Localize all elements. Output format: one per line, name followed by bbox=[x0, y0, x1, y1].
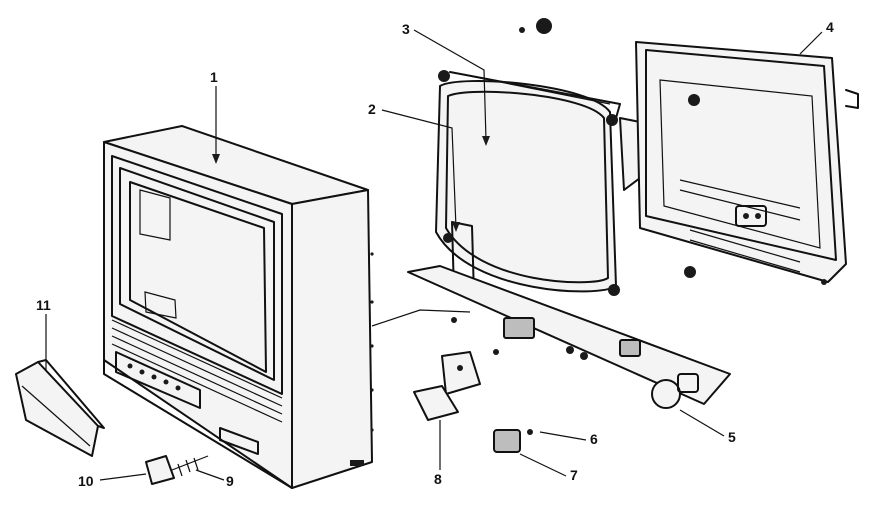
back-cover bbox=[635, 41, 859, 285]
callout-2: 2 bbox=[368, 101, 376, 117]
arrowheads bbox=[212, 136, 490, 232]
callout-3: 3 bbox=[402, 21, 410, 37]
callout-5: 5 bbox=[728, 429, 736, 445]
knob-part-9-10 bbox=[145, 455, 209, 485]
callout-10: 10 bbox=[78, 473, 94, 489]
bracket-part-8 bbox=[413, 351, 481, 421]
callout-9: 9 bbox=[226, 473, 234, 489]
callout-11: 11 bbox=[36, 297, 51, 313]
callout-6: 6 bbox=[590, 431, 598, 447]
leader-lines bbox=[45, 29, 823, 481]
front-trim-part-11 bbox=[15, 359, 105, 457]
front-cabinet bbox=[103, 125, 374, 489]
callout-4: 4 bbox=[826, 19, 834, 35]
screw-part-3 bbox=[519, 18, 552, 34]
circuit-board bbox=[371, 265, 731, 409]
callout-7: 7 bbox=[570, 467, 578, 483]
callout-8: 8 bbox=[434, 471, 442, 487]
callout-1: 1 bbox=[210, 69, 218, 85]
clip-part-6-7 bbox=[493, 429, 533, 453]
